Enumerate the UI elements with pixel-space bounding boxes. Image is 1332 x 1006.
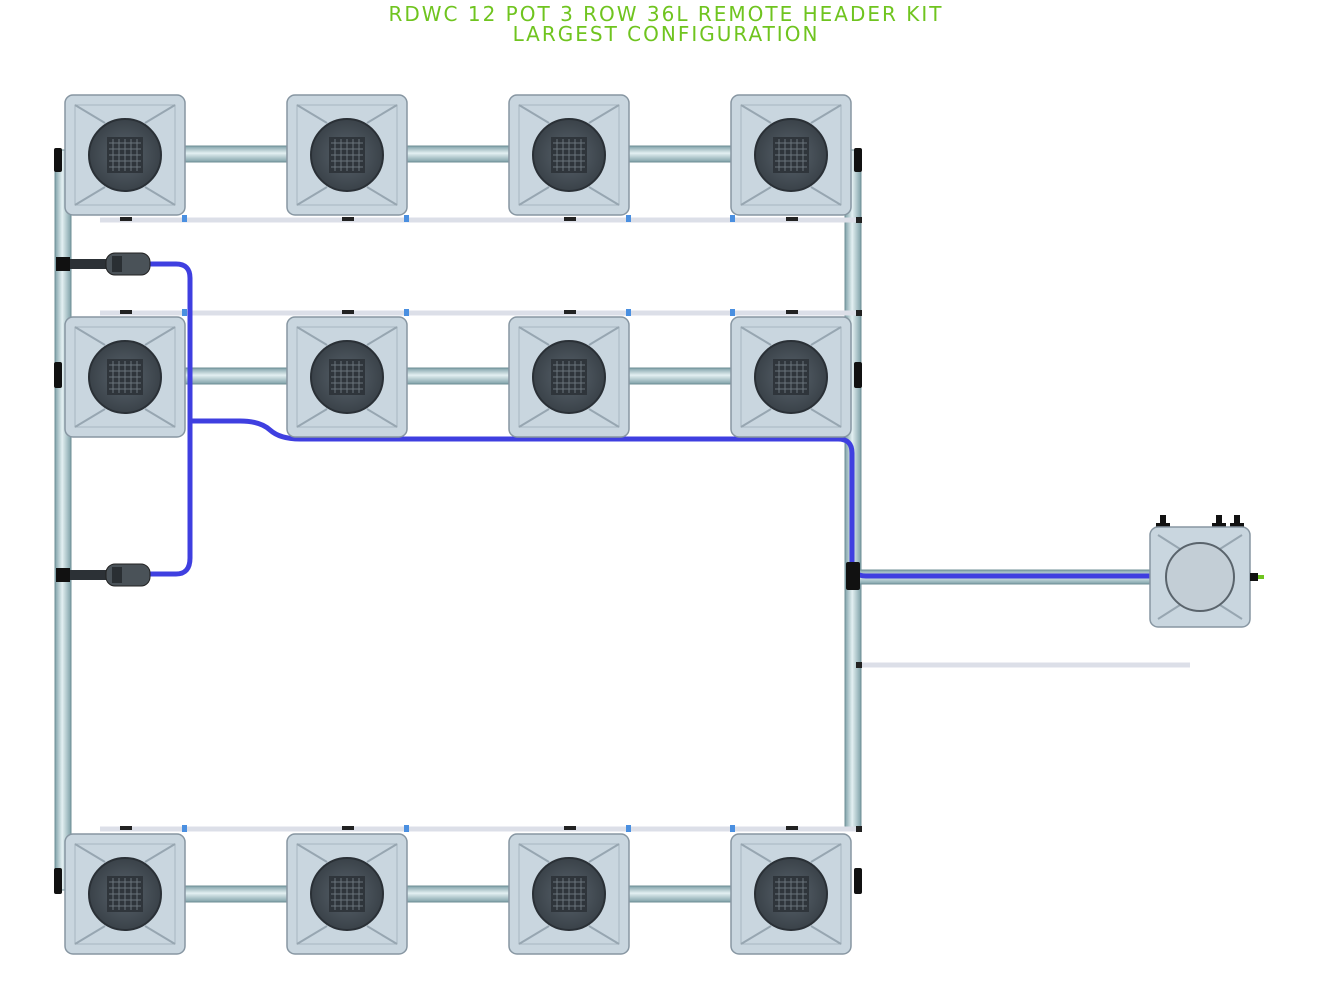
drip-tube-fittings — [120, 217, 862, 832]
pot-r1-c4 — [730, 94, 852, 216]
pot-r3-c3 — [508, 833, 630, 955]
row-3-pipe — [179, 885, 741, 903]
row-1-pipe — [179, 145, 741, 163]
top-pump-hose — [147, 261, 193, 577]
main-feed-hose — [187, 418, 1153, 579]
pot-r2-c4 — [730, 316, 852, 438]
pot-r2-c1 — [64, 316, 186, 438]
diagram-title-line-2: LARGEST CONFIGURATION — [512, 22, 820, 46]
pot-r2-c2 — [286, 316, 408, 438]
pot-r1-c2 — [286, 94, 408, 216]
pot-r3-c4 — [730, 833, 852, 955]
row-2-pipe — [179, 367, 741, 385]
pot-r3-c1 — [64, 833, 186, 955]
diagram-title-line-1: RDWC 12 POT 3 ROW 36L REMOTE HEADER KIT — [388, 2, 944, 26]
pot-r2-c3 — [508, 316, 630, 438]
remote-header-tank — [1149, 515, 1264, 628]
drip-tubes — [100, 217, 1190, 832]
pot-r1-c1 — [64, 94, 186, 216]
main-pipework — [54, 145, 1154, 903]
pot-r1-c3 — [508, 94, 630, 216]
pump-bottom — [56, 563, 151, 587]
drip-tube-blue-fittings — [182, 215, 735, 832]
pot-r3-c2 — [286, 833, 408, 955]
pipe-connectors — [54, 148, 862, 894]
pump-top — [56, 252, 151, 276]
